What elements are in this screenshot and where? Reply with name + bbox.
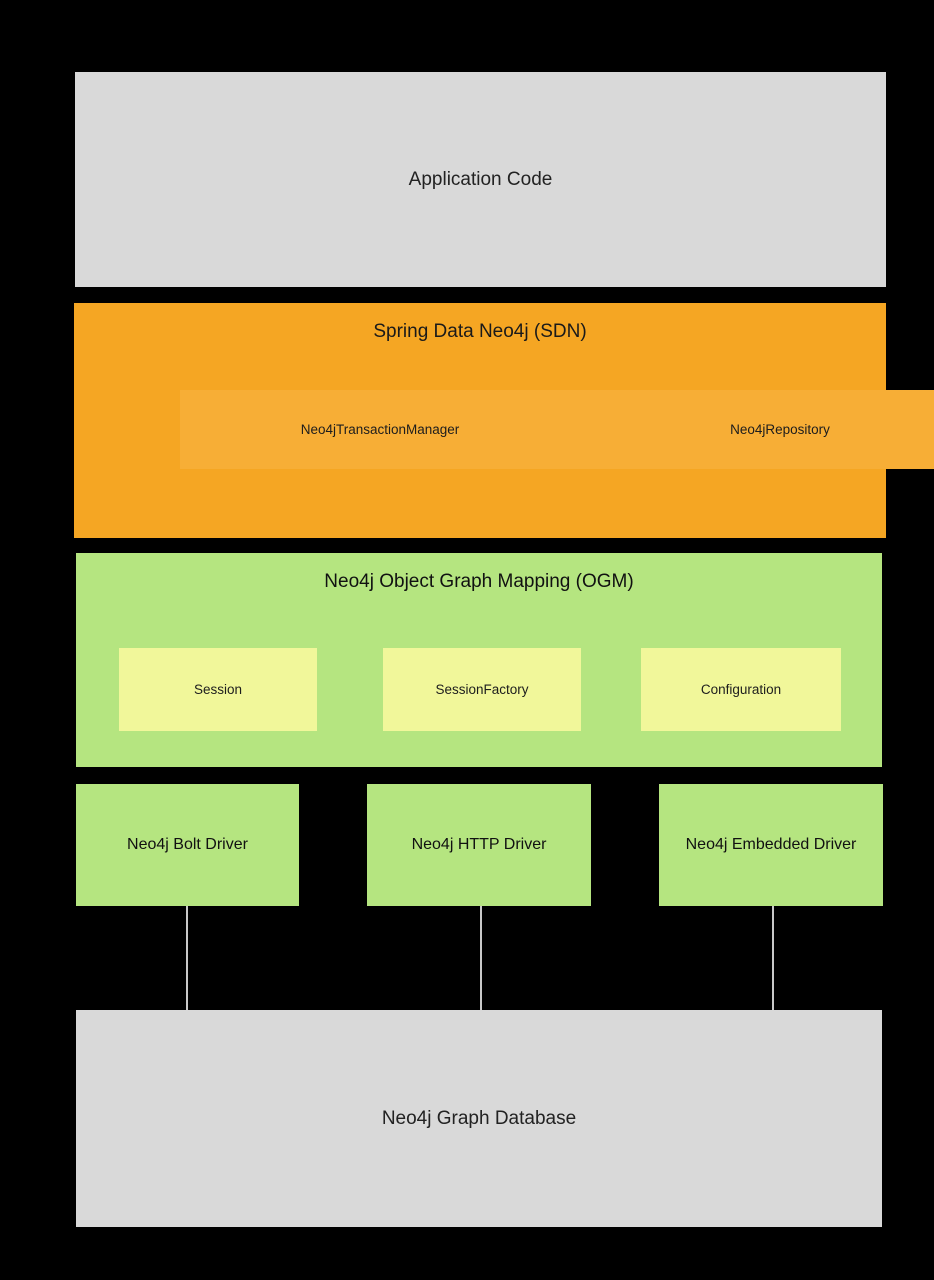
layer-neo4j-graph-database-label: Neo4j Graph Database — [381, 1107, 577, 1129]
component-neo4j-repository[interactable]: Neo4jRepository — [579, 390, 934, 469]
component-neo4j-transaction-manager[interactable]: Neo4jTransactionManager — [180, 390, 580, 469]
driver-neo4j-http[interactable]: Neo4j HTTP Driver — [367, 784, 591, 906]
component-neo4j-repository-label: Neo4jRepository — [730, 422, 830, 437]
component-configuration-label: Configuration — [700, 682, 782, 697]
component-configuration[interactable]: Configuration — [641, 648, 841, 731]
component-session-factory-label: SessionFactory — [435, 682, 529, 697]
connector-embedded-to-database — [772, 906, 774, 1011]
layer-neo4j-ogm[interactable]: Neo4j Object Graph Mapping (OGM) Session… — [76, 553, 882, 767]
layer-spring-data-neo4j[interactable]: Spring Data Neo4j (SDN) Neo4jTransaction… — [74, 303, 934, 538]
layer-spring-data-neo4j-title: Spring Data Neo4j (SDN) — [373, 321, 587, 342]
component-session-factory[interactable]: SessionFactory — [383, 648, 581, 731]
layer-application-code-label: Application Code — [408, 168, 553, 190]
driver-neo4j-bolt-label: Neo4j Bolt Driver — [127, 836, 248, 853]
component-session[interactable]: Session — [119, 648, 317, 731]
connector-bolt-to-database — [186, 906, 188, 1011]
driver-neo4j-embedded-label: Neo4j Embedded Driver — [685, 836, 857, 853]
component-neo4j-transaction-manager-label: Neo4jTransactionManager — [300, 422, 460, 437]
connector-http-to-database — [480, 906, 482, 1011]
layer-neo4j-graph-database[interactable]: Neo4j Graph Database — [76, 1010, 882, 1227]
driver-neo4j-embedded[interactable]: Neo4j Embedded Driver — [659, 784, 883, 906]
component-session-label: Session — [193, 682, 243, 697]
layer-neo4j-ogm-title: Neo4j Object Graph Mapping (OGM) — [324, 571, 634, 592]
driver-neo4j-http-label: Neo4j HTTP Driver — [411, 836, 547, 853]
layer-application-code[interactable]: Application Code — [75, 72, 886, 287]
driver-neo4j-bolt[interactable]: Neo4j Bolt Driver — [76, 784, 299, 906]
